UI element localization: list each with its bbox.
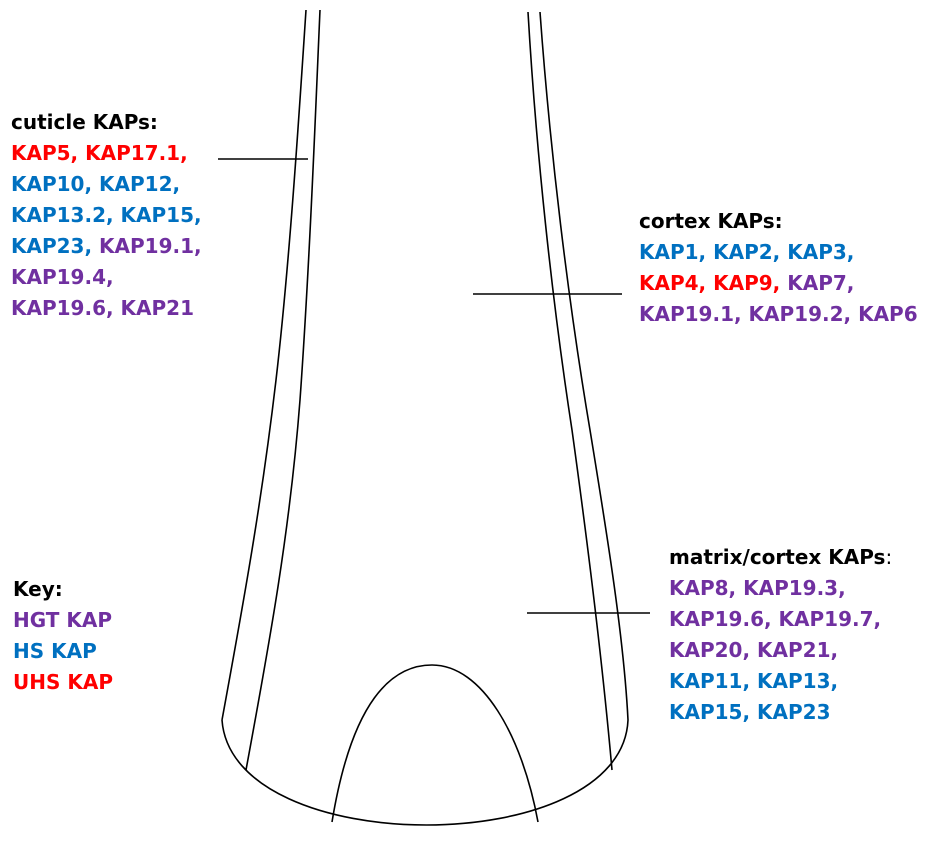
kap-names-hgt: KAP19.1, KAP19.2, KAP6 [639,302,918,326]
matrix-cortex-kaps-list: KAP8, KAP19.3, KAP19.6, KAP19.7, KAP20, KA… [669,573,892,728]
kap-line: KAP19.1, KAP19.2, KAP6 [639,299,918,330]
matrix-cortex-kaps-heading: matrix/cortex KAPs: [669,542,892,573]
kap-line: KAP23, KAP19.1, [11,231,202,262]
kap-line: KAP13.2, KAP15, [11,200,202,231]
kap-line: KAP15, KAP23 [669,697,892,728]
kap-line: KAP19.6, KAP19.7, [669,604,892,635]
kap-names-uhs: KAP5, KAP17.1, [11,141,188,165]
kap-names-hs: KAP13.2, KAP15, [11,203,202,227]
matrix-cortex-heading-text: matrix/cortex KAPs [669,545,885,569]
kap-names-hgt: KAP8, KAP19.3, [669,576,846,600]
kap-line: KAP11, KAP13, [669,666,892,697]
kap-line: KAP19.6, KAP21 [11,293,202,324]
kap-names-hgt: KAP19.1, [99,234,202,258]
kap-line: KAP1, KAP2, KAP3, [639,237,918,268]
follicle-right-inner-wall [528,12,612,770]
key-item-hgt: HGT KAP [13,605,113,636]
cuticle-kaps-heading: cuticle KAPs: [11,107,202,138]
kap-line: KAP10, KAP12, [11,169,202,200]
cortex-kaps-list: KAP1, KAP2, KAP3, KAP4, KAP9, KAP7, KAP19.… [639,237,918,330]
kap-names-hgt: KAP19.6, KAP21 [11,296,194,320]
cortex-kaps-label: cortex KAPs: KAP1, KAP2, KAP3, KAP4, KAP9… [639,206,918,330]
kap-names-uhs: KAP4, KAP9, [639,271,787,295]
kap-names-hs: KAP10, KAP12, [11,172,180,196]
matrix-cortex-kaps-label: matrix/cortex KAPs: KAP8, KAP19.3, KAP19.… [669,542,892,728]
key-item-hs: HS KAP [13,636,113,667]
kap-line: KAP8, KAP19.3, [669,573,892,604]
kap-names-hs: KAP23, [11,234,99,258]
follicle-left-outer-wall [222,10,306,720]
kap-line: KAP5, KAP17.1, [11,138,202,169]
dermal-papilla [332,665,538,822]
matrix-cortex-heading-colon: : [885,545,892,569]
follicle-left-inner-wall [246,10,320,770]
cuticle-kaps-label: cuticle KAPs: KAP5, KAP17.1, KAP10, KAP12… [11,107,202,324]
kap-line: KAP4, KAP9, KAP7, [639,268,918,299]
kap-line: KAP20, KAP21, [669,635,892,666]
kap-names-hgt: KAP7, [787,271,854,295]
kap-names-hs: KAP15, KAP23 [669,700,831,724]
key-item-uhs: UHS KAP [13,667,113,698]
key-heading: Key: [13,574,113,605]
kap-names-hgt: KAP20, KAP21, [669,638,838,662]
kap-line: KAP19.4, [11,262,202,293]
cortex-kaps-heading: cortex KAPs: [639,206,918,237]
follicle-bulb-base [222,720,628,825]
cuticle-kaps-list: KAP5, KAP17.1, KAP10, KAP12, KAP13.2, KAP1… [11,138,202,324]
kap-names-hs: KAP11, KAP13, [669,669,838,693]
kap-names-hgt: KAP19.4, [11,265,114,289]
kap-names-hs: KAP1, KAP2, KAP3, [639,240,854,264]
kap-names-hgt: KAP19.6, KAP19.7, [669,607,881,631]
